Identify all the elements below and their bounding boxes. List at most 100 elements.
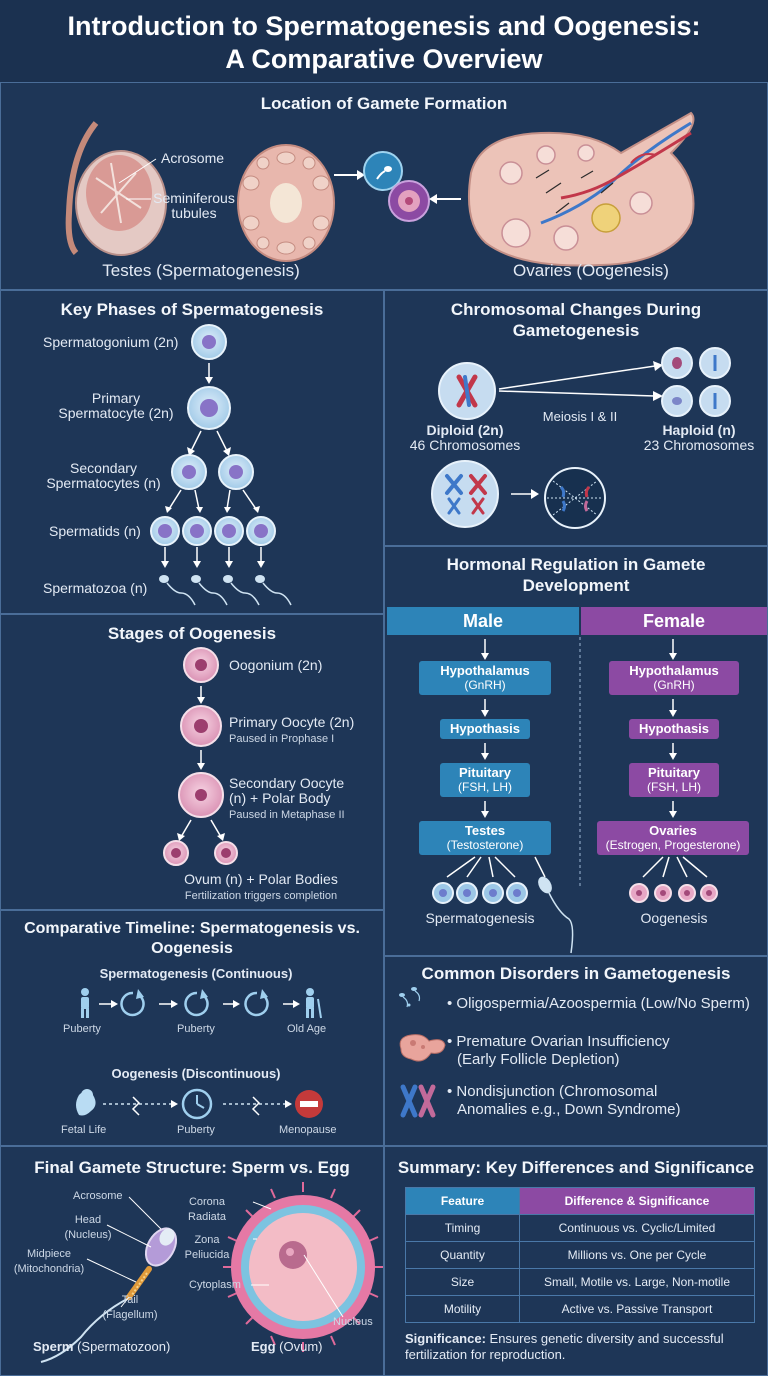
summary-cell: Small, Motile vs. Large, Non-motile bbox=[519, 1268, 755, 1296]
female-hypothalamus: Hypothalamus bbox=[629, 663, 719, 678]
secondary-oocyte-line2: (n) + Polar Body bbox=[229, 790, 331, 806]
female-hypothasis-box: Hypothasis bbox=[629, 719, 719, 739]
egg-nucleus-label: Nucleus bbox=[333, 1316, 373, 1328]
female-fsh: (FSH, LH) bbox=[647, 780, 701, 794]
timeline-o-puberty: Puberty bbox=[177, 1124, 215, 1136]
zona-line2: Peliucida bbox=[184, 1249, 230, 1261]
egg-caption-rest: (Ovum) bbox=[275, 1339, 323, 1354]
secondary-line2: Spermatocytes (n) bbox=[46, 475, 161, 491]
summary-table: Feature Difference & Significance Timing… bbox=[405, 1187, 755, 1323]
disorders-title: Common Disorders in Gametogenesis bbox=[421, 964, 731, 983]
sperm-caption-bold: Sperm bbox=[33, 1339, 74, 1354]
male-hypothalamus-box: Hypothalamus (GnRH) bbox=[419, 661, 551, 695]
diploid-count: 46 Chromosomes bbox=[409, 437, 521, 453]
head-line2: (Nucleus) bbox=[64, 1229, 112, 1241]
male-gnrh: (GnRH) bbox=[464, 678, 506, 692]
haploid-count: 23 Chromosomes bbox=[643, 437, 755, 453]
table-row: Size Small, Motile vs. Large, Non-motile bbox=[405, 1268, 755, 1296]
disorder-2-line2: (Early Follicle Depletion) bbox=[457, 1051, 620, 1068]
midpiece-line2: (Mitochondria) bbox=[13, 1263, 85, 1275]
female-estrogen: (Estrogen, Progesterone) bbox=[605, 838, 741, 852]
ovum-label: Ovum (n) + Polar Bodies Fertilization tr… bbox=[151, 872, 371, 904]
egg-cytoplasm-label: Cytoplasm bbox=[189, 1279, 241, 1291]
summary-cell: Motility bbox=[405, 1295, 520, 1323]
summary-title: Summary: Key Differences and Significanc… bbox=[397, 1158, 755, 1177]
spermatogonium-label: Spermatogonium (2n) bbox=[43, 334, 179, 350]
testis-illustration bbox=[65, 111, 695, 267]
haploid-title: Haploid (n) bbox=[662, 422, 736, 438]
male-header: Male bbox=[387, 607, 579, 635]
timeline-o-menopause: Menopause bbox=[279, 1124, 337, 1136]
summary-cell: Continuous vs. Cyclic/Limited bbox=[519, 1214, 755, 1242]
acrosome-label: Acrosome bbox=[161, 150, 225, 166]
hormonal-title: Hormonal Regulation in Gamete Developmen… bbox=[385, 554, 767, 596]
summary-header-feature: Feature bbox=[405, 1187, 520, 1215]
testes-caption: Testes (Spermatogenesis) bbox=[102, 261, 300, 280]
female-ovaries-box: Ovaries (Estrogen, Progesterone) bbox=[597, 821, 749, 855]
oogenesis-title: Stages of Oogenesis bbox=[107, 624, 277, 643]
male-result-label: Spermatogenesis bbox=[425, 910, 535, 926]
egg-zona-label: Zona Peliucida bbox=[179, 1233, 235, 1263]
spermatogenesis-title: Key Phases of Spermatogenesis bbox=[60, 300, 324, 319]
male-pituitary-box: Pituitary (FSH, LH) bbox=[440, 763, 530, 797]
head-line1: Head bbox=[74, 1214, 102, 1226]
female-pituitary-box: Pituitary (FSH, LH) bbox=[629, 763, 719, 797]
spermatogenesis-diagram bbox=[150, 324, 292, 606]
summary-cell: Timing bbox=[405, 1214, 520, 1242]
sperm-head-label: Head (Nucleus) bbox=[51, 1213, 125, 1243]
summary-cell: Active vs. Passive Transport bbox=[519, 1295, 755, 1323]
secondary-spermatocyte-label: Secondary Spermatocytes (n) bbox=[41, 461, 166, 491]
main-title: Introduction to Spermatogenesis and Ooge… bbox=[0, 10, 768, 76]
summary-header-difference: Difference & Significance bbox=[519, 1187, 755, 1215]
structure-panel: Final Gamete Structure: Sperm vs. Egg bbox=[0, 1146, 384, 1376]
disorder-2-line1: • Premature Ovarian Insufficiency bbox=[447, 1033, 670, 1050]
location-panel: Location of Gamete Formation bbox=[0, 82, 768, 290]
meiosis-label: Meiosis I & II bbox=[542, 409, 618, 424]
summary-cell: Millions vs. One per Cycle bbox=[519, 1241, 755, 1269]
hormonal-title-line2: Development bbox=[522, 576, 630, 595]
seminiferous-label: Seminiferous tubules bbox=[149, 191, 239, 221]
male-hypothasis-box: Hypothasis bbox=[440, 719, 530, 739]
egg-caption: Egg (Ovum) bbox=[251, 1339, 323, 1354]
zona-line1: Zona bbox=[194, 1234, 220, 1246]
primary-oocyte-label: Primary Oocyte (2n) Paused in Prophase I bbox=[229, 715, 354, 747]
timeline-title-line1: Comparative Timeline: Spermatogenesis vs… bbox=[24, 920, 360, 937]
structure-title: Final Gamete Structure: Sperm vs. Egg bbox=[34, 1158, 350, 1177]
main-title-line2: A Comparative Overview bbox=[225, 44, 543, 74]
primary-line1: Primary bbox=[91, 390, 141, 406]
timeline-sperm-label: Spermatogenesis (Continuous) bbox=[99, 966, 293, 981]
ovum-name: Ovum (n) + Polar Bodies bbox=[184, 871, 338, 887]
significance-rest: Ensures genetic diversity and successful… bbox=[405, 1331, 724, 1362]
summary-panel: Summary: Key Differences and Significanc… bbox=[384, 1146, 768, 1376]
sperm-tail-label: Tail (Flagellum) bbox=[93, 1293, 167, 1323]
male-pituitary: Pituitary bbox=[458, 765, 511, 780]
secondary-oocyte-label: Secondary Oocyte (n) + Polar Body Paused… bbox=[229, 776, 345, 823]
corona-line2: Radiata bbox=[188, 1211, 226, 1223]
disorders-icons bbox=[399, 987, 446, 1118]
summary-cell: Quantity bbox=[405, 1241, 520, 1269]
summary-cell: Size bbox=[405, 1268, 520, 1296]
chromosomal-title-line1: Chromosomal Changes During bbox=[450, 300, 702, 319]
table-row: Quantity Millions vs. One per Cycle bbox=[405, 1241, 755, 1269]
primary-line2: Spermatocyte (2n) bbox=[58, 405, 174, 421]
egg-corona-label: Corona Radiata bbox=[179, 1195, 235, 1225]
sperm-caption-rest: (Spermatozoon) bbox=[73, 1339, 171, 1354]
location-title: Location of Gamete Formation bbox=[260, 94, 508, 113]
structure-diagram bbox=[40, 1182, 383, 1363]
spermatids-label: Spermatids (n) bbox=[49, 523, 141, 539]
disorder-3-line2: Anomalies e.g., Down Syndrome) bbox=[457, 1101, 681, 1118]
male-testes-box: Testes (Testosterone) bbox=[419, 821, 551, 855]
timeline-panel: Comparative Timeline: Spermatogenesis vs… bbox=[0, 910, 384, 1146]
male-fsh: (FSH, LH) bbox=[458, 780, 512, 794]
significance-text: Significance: Ensures genetic diversity … bbox=[405, 1331, 755, 1363]
secondary-oocyte-note: Paused in Metaphase II bbox=[229, 809, 345, 821]
disorders-panel: Common Disorders in Gametogenesis • Olig… bbox=[384, 956, 768, 1146]
haploid-label: Haploid (n) 23 Chromosomes bbox=[631, 423, 767, 453]
spermatozoa-label: Spermatozoa (n) bbox=[43, 580, 148, 596]
timeline-title: Comparative Timeline: Spermatogenesis vs… bbox=[1, 919, 383, 959]
timeline-o-fetal: Fetal Life bbox=[61, 1124, 107, 1136]
timeline-title-line2: Oogenesis bbox=[151, 940, 233, 957]
oogonium-label: Oogonium (2n) bbox=[229, 657, 323, 673]
diploid-title: Diploid (2n) bbox=[426, 422, 504, 438]
table-row: Timing Continuous vs. Cyclic/Limited bbox=[405, 1214, 755, 1242]
